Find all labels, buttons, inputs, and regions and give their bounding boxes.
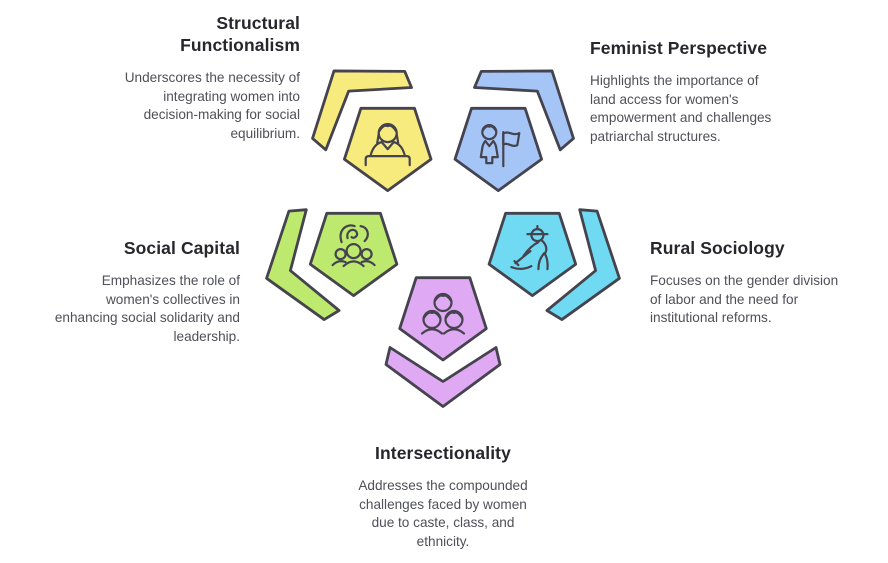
unit-title: Feminist Perspective (590, 38, 768, 58)
chevron-band (384, 346, 502, 408)
unit-description: Focuses on the gender division of labor … (650, 273, 839, 326)
three-women-icon (420, 292, 466, 335)
chevron-band (265, 208, 341, 321)
chevron-band (311, 69, 413, 152)
unit-shape-feminist-perspective (453, 69, 575, 193)
woman-at-desk-icon (364, 123, 411, 167)
chevron-band (545, 208, 621, 321)
unit-description: Underscores the necessity of integrating… (124, 70, 300, 141)
pentagon (487, 211, 578, 298)
chevron-band (473, 69, 575, 152)
unit-description: Highlights the importance of land access… (590, 73, 772, 144)
unit-shape-rural-sociology (487, 208, 621, 321)
unit-title: Social Capital (123, 238, 240, 258)
unit-label-intersectionality: Intersectionality Addresses the compound… (313, 442, 573, 551)
unit-description: Emphasizes the role of women's collectiv… (54, 273, 240, 344)
pentagon (453, 106, 543, 193)
unit-label-feminist-perspective: Feminist Perspective Highlights the impo… (590, 37, 825, 146)
unit-title: Rural Sociology (650, 238, 785, 258)
unit-description: Addresses the compounded challenges face… (358, 478, 528, 549)
unit-label-social-capital: Social Capital Emphasizes the role of wo… (10, 237, 240, 346)
unit-title: Intersectionality (375, 443, 511, 463)
unit-title: Structural Functionalism (180, 13, 300, 55)
farmer-planting-icon (510, 225, 549, 271)
pentagon (398, 276, 488, 362)
unit-label-structural-functionalism: Structural Functionalism Underscores the… (70, 12, 300, 143)
unit-shape-structural-functionalism (311, 69, 433, 193)
unit-label-rural-sociology: Rural Sociology Focuses on the gender di… (650, 237, 888, 328)
hand-over-group-icon (331, 224, 376, 268)
woman-with-flag-icon (479, 124, 521, 168)
unit-shape-social-capital (265, 208, 399, 321)
unit-shape-intersectionality (384, 276, 502, 408)
